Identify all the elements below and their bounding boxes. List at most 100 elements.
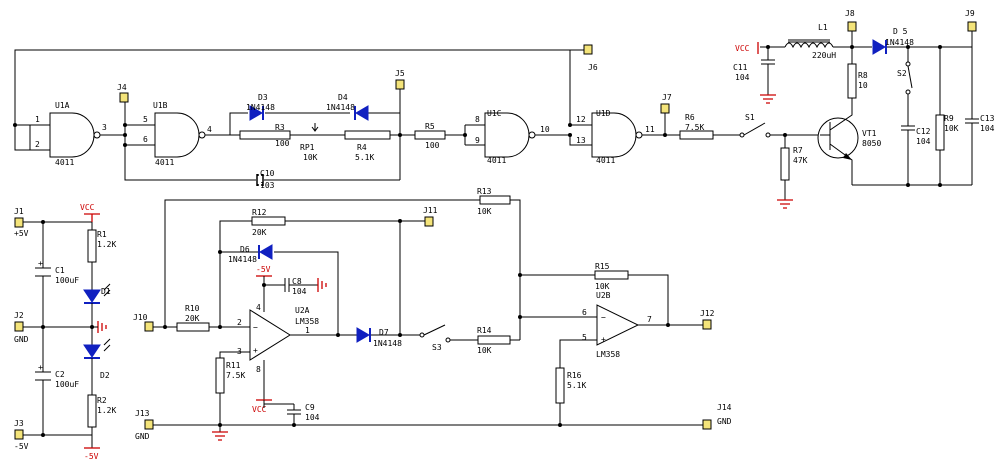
capacitor-c12-value: 104 bbox=[916, 137, 931, 146]
pot-rp1-value: 10K bbox=[303, 153, 318, 162]
diode-d7-ref: D7 bbox=[379, 328, 389, 337]
opamp-u2b-ref: U2B bbox=[596, 291, 611, 300]
gate-u1d-type: 4011 bbox=[596, 156, 615, 165]
switch-s3[interactable]: S3 bbox=[419, 324, 478, 352]
resistor-r10-value: 20K bbox=[185, 314, 200, 323]
connector-j11[interactable]: J11 bbox=[423, 206, 438, 227]
capacitor-c11-value: 104 bbox=[735, 73, 750, 82]
opamp-u2a-ref: U2A bbox=[295, 306, 310, 315]
opamp-u2a-type: LM358 bbox=[295, 317, 319, 326]
connector-j1[interactable] bbox=[14, 217, 24, 228]
connector-j10[interactable] bbox=[144, 321, 154, 332]
switch-s3-label: S3 bbox=[432, 343, 442, 352]
gate-u1b: 5 6 4 U1B 4011 bbox=[123, 100, 400, 181]
opamp-u2b-pin6: 6 bbox=[582, 308, 587, 317]
gate-u1c-pin9: 9 bbox=[475, 136, 480, 145]
connector-j5[interactable]: J5 bbox=[395, 69, 405, 113]
connector-j8[interactable]: J8 bbox=[845, 9, 857, 32]
capacitor-c10-value: 103 bbox=[260, 181, 275, 190]
capacitor-c2-ref: C2 bbox=[55, 370, 65, 379]
opamp-u2b-plus: + bbox=[601, 335, 606, 344]
gate-u1c-type: 4011 bbox=[487, 156, 506, 165]
resistor-r13-value: 10K bbox=[477, 207, 492, 216]
power-supply-section: J1 +5V VCC R1 1.2K D1 + C1 100uF J2 GND bbox=[14, 203, 116, 461]
transistor-vt1-ref: VT1 bbox=[862, 129, 877, 138]
neg5-label-opamp: -5V bbox=[256, 265, 271, 274]
resistor-r11-ref: R11 bbox=[226, 361, 241, 370]
connector-j14[interactable] bbox=[702, 419, 712, 430]
connector-j2[interactable] bbox=[14, 321, 24, 332]
diode-d4-ref: D4 bbox=[338, 93, 348, 102]
switch-s1[interactable]: S1 bbox=[739, 113, 820, 138]
capacitor-c8-value: 104 bbox=[292, 287, 307, 296]
gate-u1b-pin5: 5 bbox=[143, 115, 148, 124]
gate-u1a-pin2: 2 bbox=[35, 140, 40, 149]
resistor-r6: R6 7.5K bbox=[679, 113, 740, 140]
connector-j6[interactable]: J6 bbox=[583, 44, 598, 72]
connector-j2-net: GND bbox=[14, 335, 29, 344]
capacitor-c9-ref: C9 bbox=[305, 403, 315, 412]
connector-j7-label: J7 bbox=[662, 93, 672, 102]
connector-j13[interactable] bbox=[144, 419, 154, 430]
resistor-r6-value: 7.5K bbox=[685, 123, 704, 132]
resistor-r14-value: 10K bbox=[477, 346, 492, 355]
resistor-r5-value: 100 bbox=[425, 141, 440, 150]
opamp-u2a-pin8: 8 bbox=[256, 365, 261, 374]
connector-j13-net: GND bbox=[135, 432, 150, 441]
opamp-u2a-plus: + bbox=[253, 346, 258, 355]
connector-j9-label: J9 bbox=[965, 9, 975, 18]
capacitor-c2-value: 100uF bbox=[55, 380, 79, 389]
gate-u1a-pin3: 3 bbox=[102, 123, 107, 132]
resistor-r13-ref: R13 bbox=[477, 187, 492, 196]
gate-u1b-type: 4011 bbox=[155, 158, 174, 167]
vcc-label-top: VCC bbox=[735, 44, 750, 53]
switch-s2-label: S2 bbox=[897, 69, 907, 78]
connector-j9[interactable]: J9 bbox=[965, 9, 977, 32]
connector-j8-label: J8 bbox=[845, 9, 855, 18]
opamp-u2a-section: J10 R10 20K R12 20K D6 1N4148 -5V C8 104 bbox=[133, 199, 480, 441]
resistor-r4-ref: R4 bbox=[357, 143, 367, 152]
connector-j3[interactable] bbox=[14, 429, 24, 440]
opamp-u2a-minus: − bbox=[253, 323, 258, 332]
capacitor-c12-ref: C12 bbox=[916, 127, 931, 136]
connector-j12[interactable]: J12 bbox=[700, 309, 715, 330]
resistor-r4-value: 5.1K bbox=[355, 153, 374, 162]
diode-d5-ref: D 5 bbox=[893, 27, 908, 36]
resistor-r1-value: 1.2K bbox=[97, 240, 116, 249]
connector-j5-label: J5 bbox=[395, 69, 405, 78]
switch-s2[interactable]: S2 bbox=[897, 47, 913, 185]
resistor-r7: R7 47K bbox=[777, 133, 808, 209]
resistor-r12-ref: R12 bbox=[252, 208, 267, 217]
resistor-r2-ref: R2 bbox=[97, 396, 107, 405]
resistor-r3-ref: R3 bbox=[275, 123, 285, 132]
gate-u1d-ref: U1D bbox=[596, 109, 611, 118]
led-d2-label: D2 bbox=[100, 371, 110, 380]
connector-j7[interactable]: J7 bbox=[660, 93, 672, 137]
resistor-r9: R9 10K bbox=[935, 47, 959, 185]
gate-u1d-pin13: 13 bbox=[576, 136, 586, 145]
capacitor-c10: C10 103 bbox=[256, 135, 401, 190]
pot-rp1-ref: RP1 bbox=[300, 143, 315, 152]
capacitor-c12: C12 104 bbox=[901, 125, 931, 146]
switch-s1-label: S1 bbox=[745, 113, 755, 122]
capacitor-c13-value: 104 bbox=[980, 124, 995, 133]
gate-u1d-pin12: 12 bbox=[576, 115, 586, 124]
connector-j1-net: +5V bbox=[14, 229, 29, 238]
resistor-r9-ref: R9 bbox=[944, 114, 954, 123]
resistor-r7-value: 47K bbox=[793, 156, 808, 165]
connector-j11-label: J11 bbox=[423, 206, 438, 215]
capacitor-c1-value: 100uF bbox=[55, 276, 79, 285]
resistor-r1-ref: R1 bbox=[97, 230, 107, 239]
resistor-r11-value: 7.5K bbox=[226, 371, 245, 380]
gate-u1c: 8 9 10 U1C 4011 bbox=[463, 109, 570, 165]
connector-j12-label: J12 bbox=[700, 309, 715, 318]
neg5-label-psu: -5V bbox=[84, 452, 99, 461]
resistor-r3-value: 100 bbox=[275, 139, 290, 148]
diode-d4-value: 1N4148 bbox=[326, 103, 355, 112]
connector-j4[interactable]: J4 bbox=[117, 83, 129, 103]
connector-j3-net: -5V bbox=[14, 442, 29, 451]
gate-u1c-pin10: 10 bbox=[540, 125, 550, 134]
power-input-vcc: VCC C11 104 bbox=[733, 42, 785, 104]
capacitor-c13: C13 104 bbox=[852, 30, 995, 187]
